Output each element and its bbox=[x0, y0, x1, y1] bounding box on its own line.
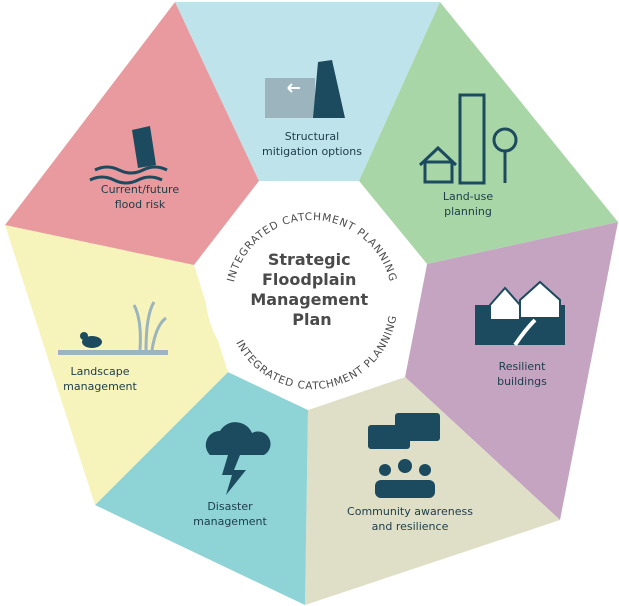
flood-icon bbox=[89, 126, 168, 185]
community-icon bbox=[368, 413, 440, 498]
wetland-bird-icon bbox=[58, 301, 168, 355]
center-title: Strategic Floodplain Management Plan bbox=[250, 250, 373, 329]
dam-icon bbox=[265, 60, 345, 118]
sector-resilient-buildings bbox=[405, 222, 618, 520]
storm-icon bbox=[205, 422, 271, 495]
sector-land-use bbox=[359, 2, 618, 264]
sector-landscape bbox=[5, 225, 228, 505]
center-circle bbox=[205, 185, 415, 395]
buildings-icon bbox=[418, 93, 518, 185]
sector-flood-risk bbox=[5, 2, 259, 265]
houses-icon bbox=[475, 280, 565, 347]
sector-disaster bbox=[95, 372, 308, 605]
